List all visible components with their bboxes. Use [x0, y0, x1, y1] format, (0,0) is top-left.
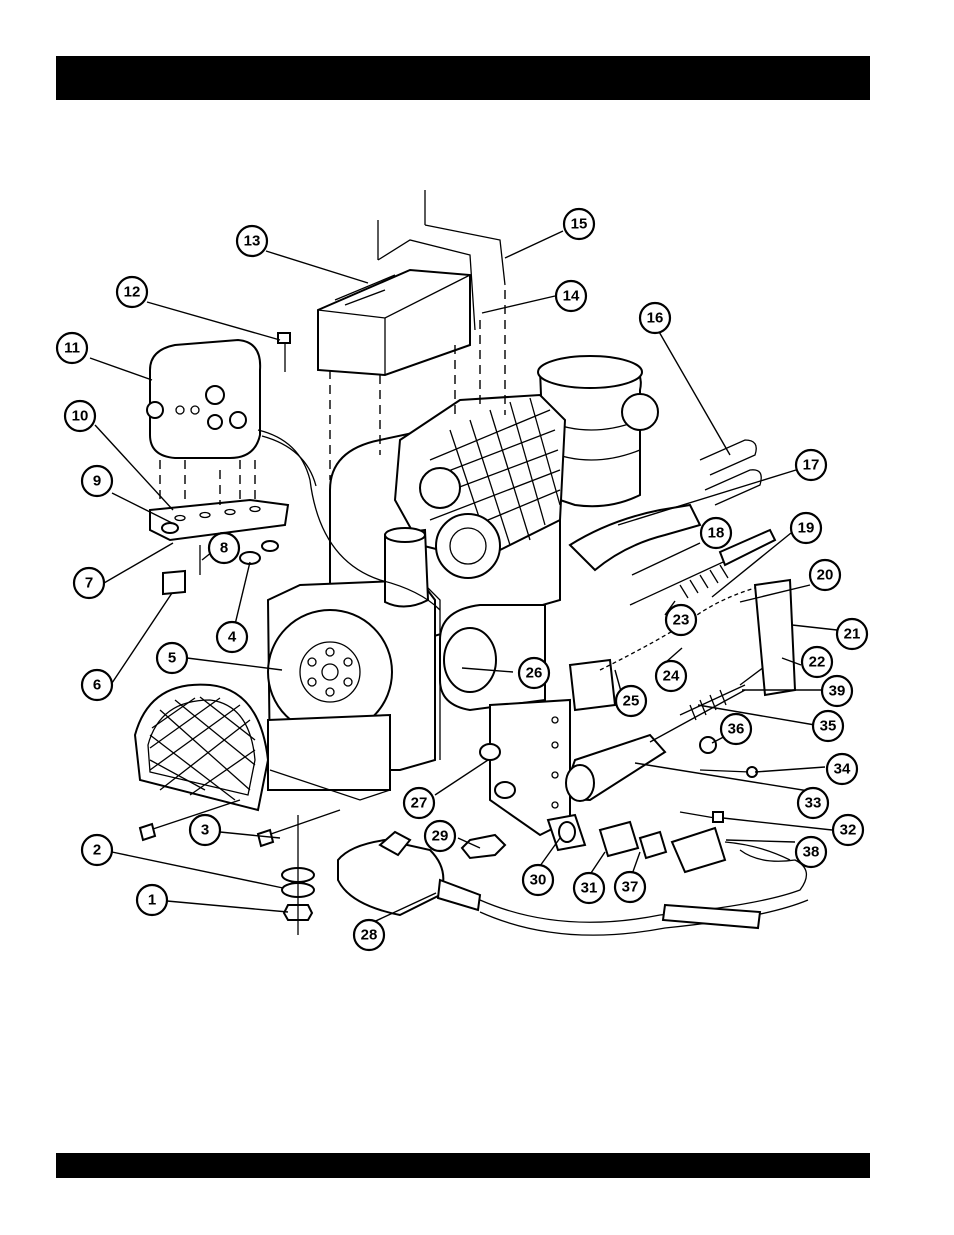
- callout-25: 25: [616, 686, 646, 716]
- callout-32: 32: [833, 815, 863, 845]
- svg-text:35: 35: [820, 718, 837, 735]
- svg-text:23: 23: [673, 612, 690, 629]
- svg-text:6: 6: [93, 677, 101, 694]
- callout-17: 17: [796, 450, 826, 480]
- callout-36: 36: [721, 714, 751, 744]
- callout-4: 4: [217, 622, 247, 652]
- svg-text:27: 27: [411, 795, 428, 812]
- svg-text:38: 38: [803, 844, 820, 861]
- callout-6: 6: [82, 670, 112, 700]
- svg-text:8: 8: [220, 540, 228, 557]
- svg-text:22: 22: [809, 654, 826, 671]
- callout-1: 1: [137, 885, 167, 915]
- callout-9: 9: [82, 466, 112, 496]
- callout-37: 37: [615, 872, 645, 902]
- callout-15: 15: [564, 209, 594, 239]
- svg-text:24: 24: [663, 668, 680, 685]
- svg-text:30: 30: [530, 872, 547, 889]
- callout-5: 5: [157, 643, 187, 673]
- svg-text:34: 34: [834, 761, 851, 778]
- engine-illustration: [135, 190, 808, 935]
- svg-text:14: 14: [563, 288, 580, 305]
- callout-28: 28: [354, 920, 384, 950]
- svg-text:36: 36: [728, 721, 745, 738]
- svg-text:12: 12: [124, 284, 141, 301]
- svg-text:20: 20: [817, 567, 834, 584]
- svg-text:39: 39: [829, 683, 846, 700]
- svg-text:15: 15: [571, 216, 588, 233]
- callout-16: 16: [640, 303, 670, 333]
- callout-26: 26: [519, 658, 549, 688]
- callout-7: 7: [74, 568, 104, 598]
- callout-23: 23: [666, 605, 696, 635]
- svg-text:32: 32: [840, 822, 857, 839]
- callout-11: 11: [57, 333, 87, 363]
- callout-21: 21: [837, 619, 867, 649]
- svg-text:7: 7: [85, 575, 93, 592]
- svg-text:17: 17: [803, 457, 820, 474]
- svg-text:26: 26: [526, 665, 543, 682]
- callout-33: 33: [798, 788, 828, 818]
- svg-text:16: 16: [647, 310, 664, 327]
- svg-text:19: 19: [798, 520, 815, 537]
- callout-31: 31: [574, 873, 604, 903]
- svg-text:37: 37: [622, 879, 639, 896]
- svg-text:25: 25: [623, 693, 640, 710]
- callout-3: 3: [190, 815, 220, 845]
- svg-text:13: 13: [244, 233, 261, 250]
- callout-38: 38: [796, 837, 826, 867]
- svg-text:2: 2: [93, 842, 101, 859]
- svg-text:33: 33: [805, 795, 822, 812]
- callout-35: 35: [813, 711, 843, 741]
- callout-13: 13: [237, 226, 267, 256]
- callout-27: 27: [404, 788, 434, 818]
- callout-22: 22: [802, 647, 832, 677]
- svg-text:29: 29: [432, 828, 449, 845]
- callout-30: 30: [523, 865, 553, 895]
- svg-text:18: 18: [708, 525, 725, 542]
- callout-20: 20: [810, 560, 840, 590]
- callout-29: 29: [425, 821, 455, 851]
- svg-text:11: 11: [64, 340, 80, 357]
- callout-2: 2: [82, 835, 112, 865]
- callout-18: 18: [701, 518, 731, 548]
- callout-14: 14: [556, 281, 586, 311]
- callout-8: 8: [209, 533, 239, 563]
- svg-text:1: 1: [148, 892, 156, 909]
- svg-text:28: 28: [361, 927, 378, 944]
- svg-text:4: 4: [228, 629, 237, 646]
- svg-text:3: 3: [201, 822, 209, 839]
- svg-text:5: 5: [168, 650, 176, 667]
- callout-24: 24: [656, 661, 686, 691]
- callout-19: 19: [791, 513, 821, 543]
- callout-12: 12: [117, 277, 147, 307]
- callout-10: 10: [65, 401, 95, 431]
- svg-text:21: 21: [844, 626, 861, 643]
- svg-text:10: 10: [72, 408, 89, 425]
- svg-text:9: 9: [93, 473, 101, 490]
- callout-34: 34: [827, 754, 857, 784]
- callout-39: 39: [822, 676, 852, 706]
- svg-text:31: 31: [581, 880, 598, 897]
